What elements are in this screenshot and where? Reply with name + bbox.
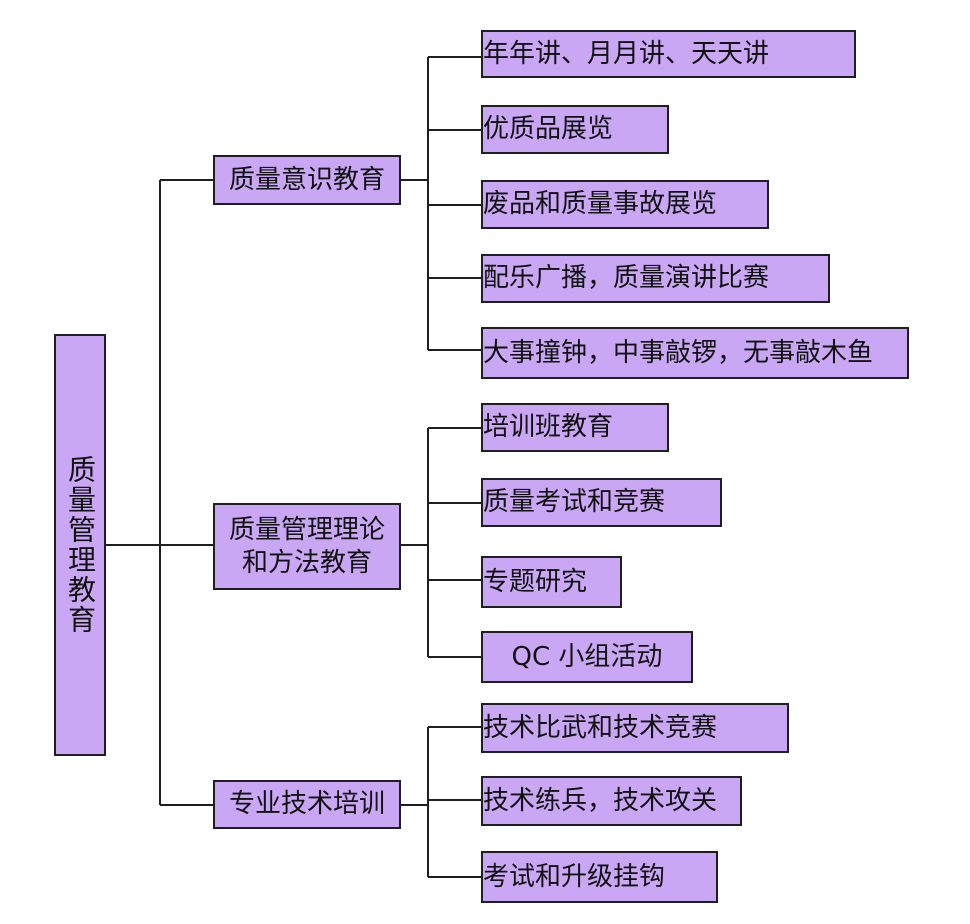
leaf-node-label: 质量考试和竞赛 xyxy=(483,487,666,518)
leaf-node: 技术练兵，技术攻关 xyxy=(481,776,742,826)
leaf-node-label: 大事撞钟，中事敲锣，无事敲木鱼 xyxy=(483,337,874,368)
leaf-node-label: 技术比武和技术竞赛 xyxy=(483,712,718,743)
branch-node-professional-training: 专业技术培训 xyxy=(213,780,401,829)
branch-node-label: 质量意识教育 xyxy=(228,164,385,195)
leaf-node-label: 技术练兵，技术攻关 xyxy=(483,785,718,816)
root-node: 质量管理教育 xyxy=(54,334,106,756)
leaf-node-label: 年年讲、月月讲、天天讲 xyxy=(483,38,770,69)
leaf-node: 优质品展览 xyxy=(481,105,669,154)
leaf-node: 考试和升级挂钩 xyxy=(481,851,718,903)
branch-node-quality-awareness: 质量意识教育 xyxy=(213,155,401,205)
leaf-node: 培训班教育 xyxy=(481,403,669,452)
root-node-label: 质量管理教育 xyxy=(64,455,97,635)
branch-node-theory-methods: 质量管理理论和方法教育 xyxy=(213,503,401,590)
leaf-node-label: 专题研究 xyxy=(483,566,588,597)
leaf-node: 年年讲、月月讲、天天讲 xyxy=(481,30,856,78)
leaf-node: 废品和质量事故展览 xyxy=(481,180,769,229)
leaf-node: 大事撞钟，中事敲锣，无事敲木鱼 xyxy=(481,327,909,379)
leaf-node-label: QC 小组活动 xyxy=(511,641,663,672)
leaf-node-label: 考试和升级挂钩 xyxy=(483,861,666,892)
leaf-node-label: 配乐广播，质量演讲比赛 xyxy=(483,263,770,294)
leaf-node: QC 小组活动 xyxy=(481,631,693,683)
leaf-node-label: 优质品展览 xyxy=(483,114,614,145)
leaf-node: 质量考试和竞赛 xyxy=(481,478,722,527)
leaf-node: 配乐广播，质量演讲比赛 xyxy=(481,254,830,303)
leaf-node: 技术比武和技术竞赛 xyxy=(481,703,789,753)
branch-node-label: 质量管理理论和方法教育 xyxy=(228,515,385,578)
leaf-node-label: 废品和质量事故展览 xyxy=(483,189,718,220)
branch-node-label: 专业技术培训 xyxy=(228,789,385,820)
leaf-node: 专题研究 xyxy=(481,556,622,608)
leaf-node-label: 培训班教育 xyxy=(483,412,614,443)
